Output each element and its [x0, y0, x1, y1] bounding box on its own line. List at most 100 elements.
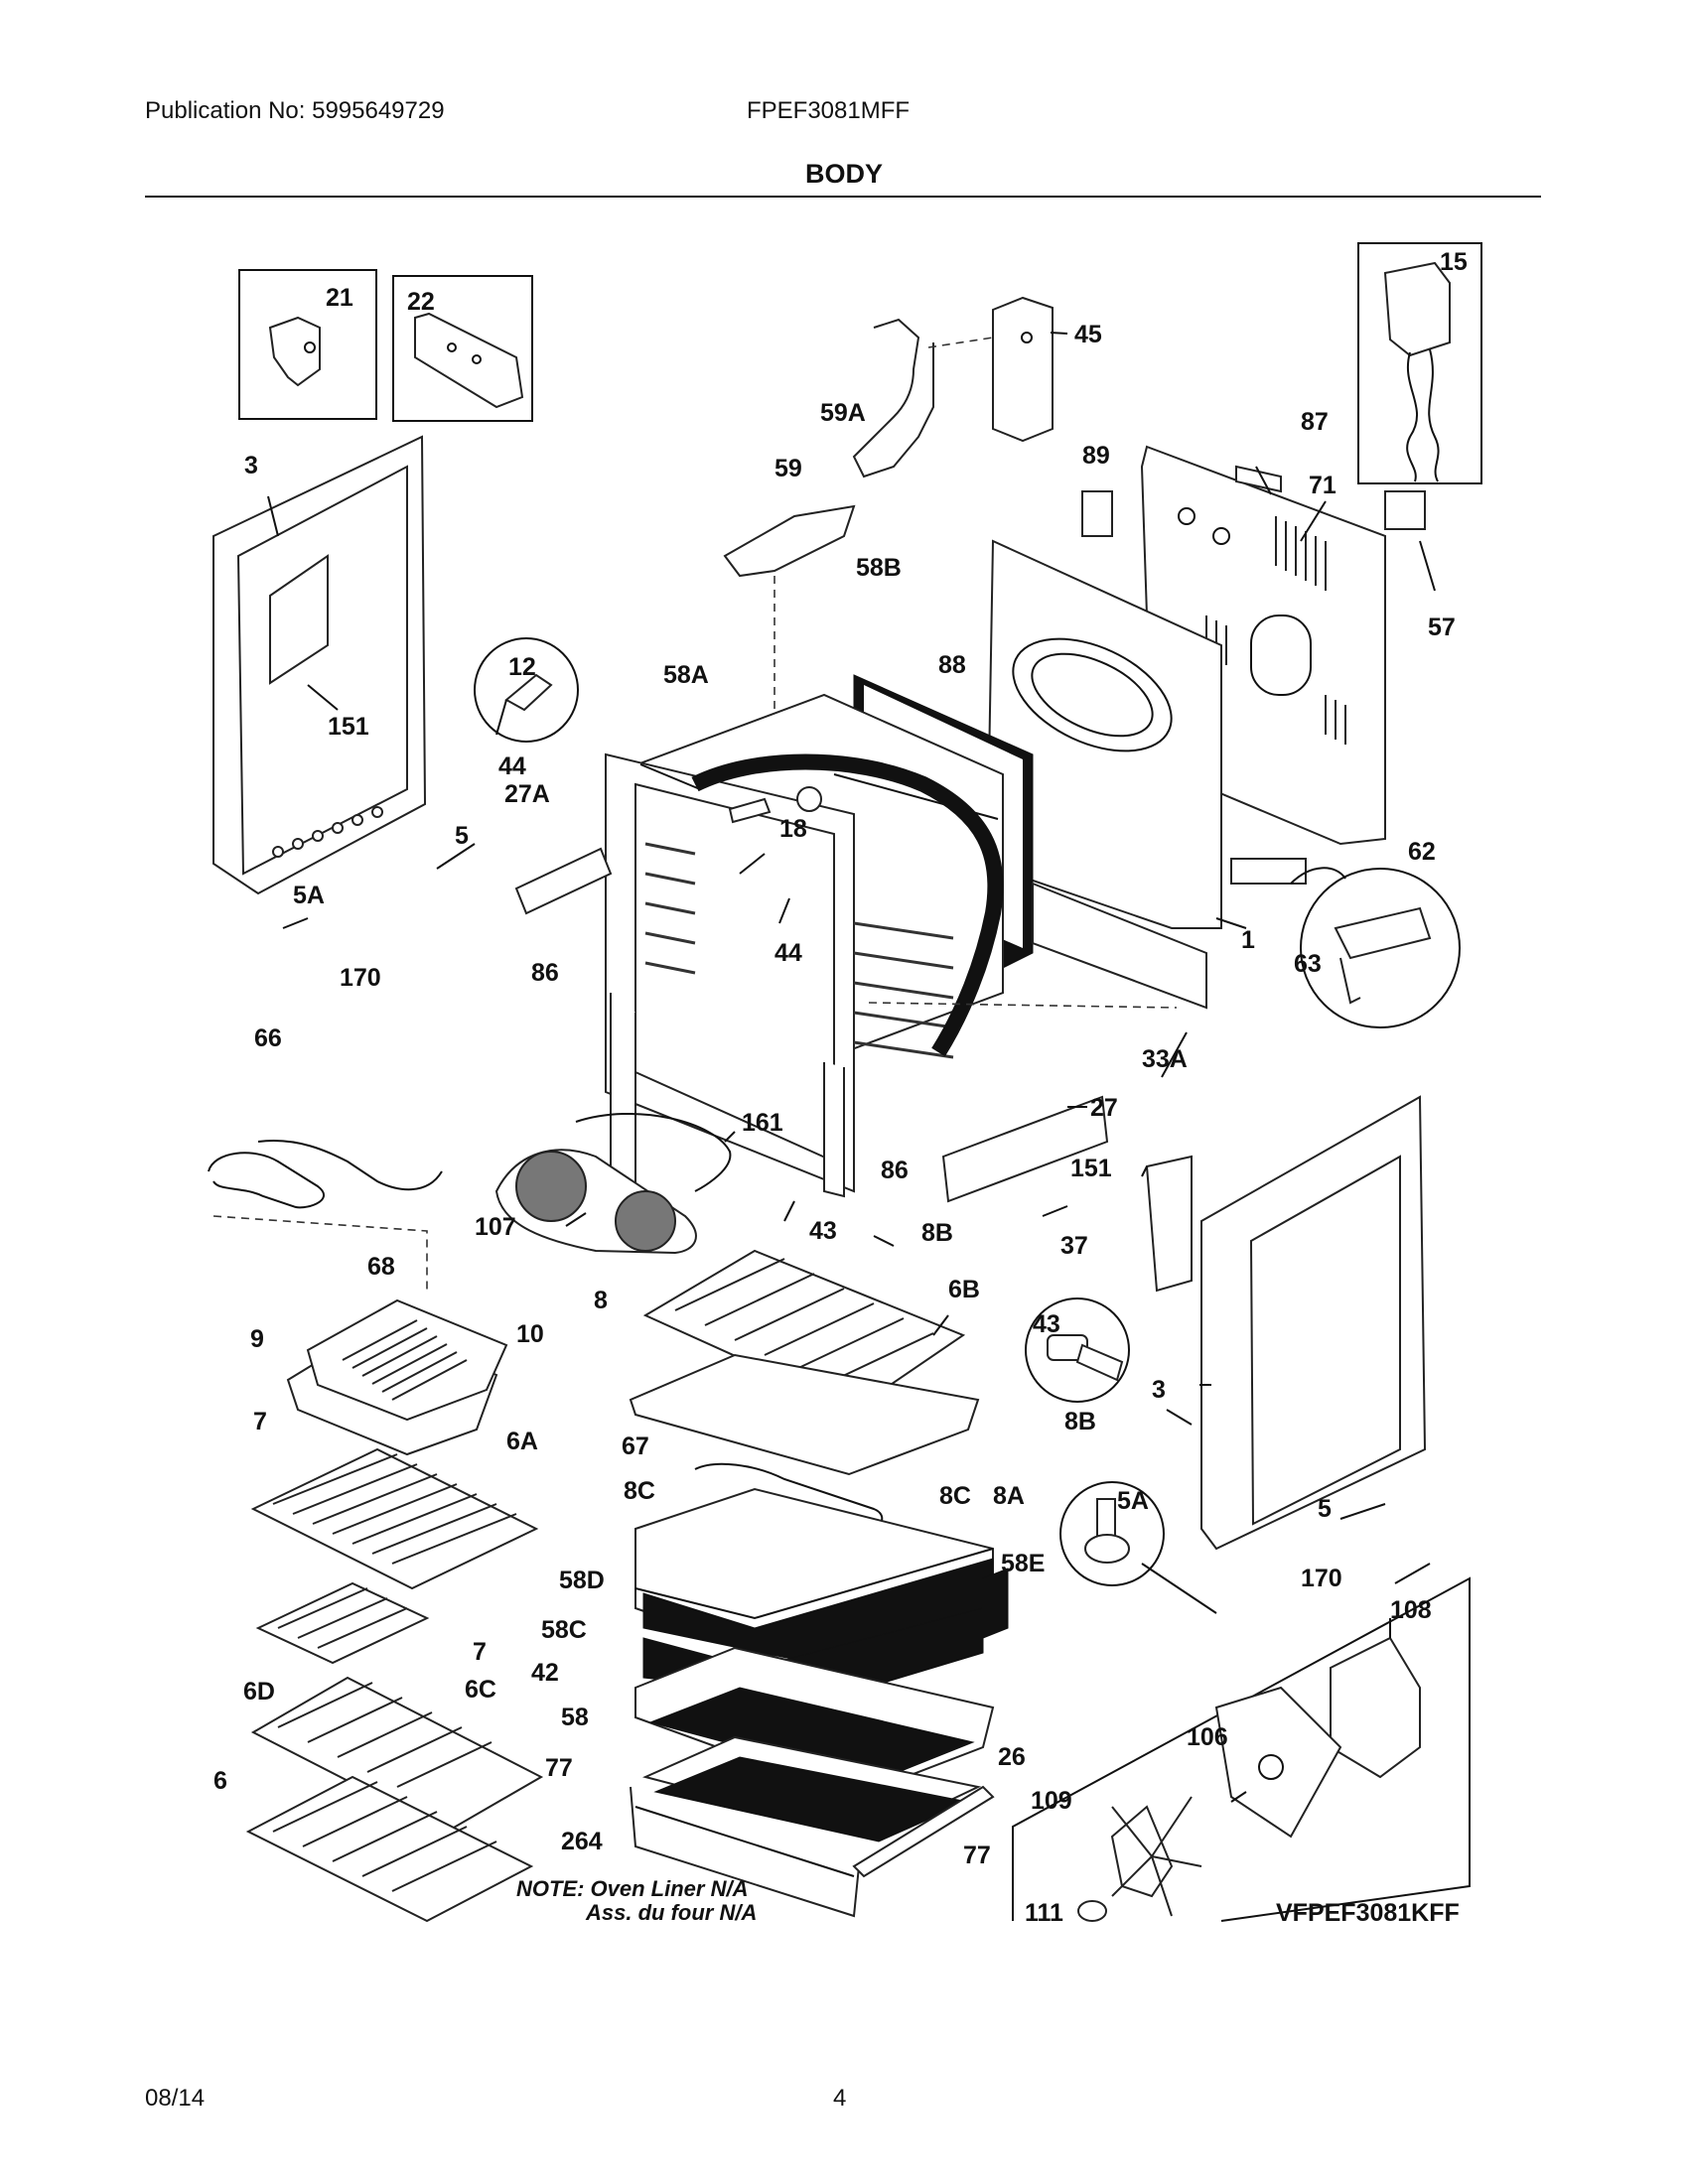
model-number: FPEF3081MFF	[747, 97, 911, 124]
callout-58D: 58D	[559, 1567, 605, 1594]
callout-67: 67	[622, 1433, 649, 1460]
oven-rack-6	[245, 1775, 534, 1923]
callout-7-top: 7	[253, 1408, 267, 1435]
callout-8B-top: 8B	[921, 1219, 953, 1247]
callout-8C-left: 8C	[624, 1477, 655, 1505]
callout-87: 87	[1301, 408, 1329, 436]
callout-170-right: 170	[1301, 1565, 1342, 1592]
callout-107: 107	[475, 1213, 516, 1241]
oven-cavity-assembly	[605, 490, 1222, 1203]
callout-58A: 58A	[663, 661, 709, 689]
callout-8: 8	[594, 1287, 608, 1314]
section-title: BODY	[804, 159, 883, 189]
detail-circle-43	[1025, 1297, 1130, 1403]
header-rule	[145, 196, 1541, 198]
page-number: 4	[833, 2085, 847, 2112]
callout-9: 9	[250, 1325, 264, 1353]
callout-44-mid: 44	[774, 939, 802, 967]
callout-5-right: 5	[1318, 1495, 1332, 1523]
note-oven-liner: NOTE: Oven Liner N/A	[516, 1876, 748, 1901]
detail-circle-5A	[1059, 1481, 1217, 1614]
callout-6A: 6A	[506, 1428, 538, 1455]
callout-22: 22	[407, 288, 435, 316]
callout-63: 63	[1294, 950, 1322, 978]
callout-170-left: 170	[340, 964, 381, 992]
callout-58B: 58B	[856, 554, 902, 582]
callout-161: 161	[742, 1109, 783, 1137]
oven-rack-6B	[642, 1249, 966, 1412]
callout-27A: 27A	[504, 780, 550, 808]
callout-59: 59	[774, 455, 802, 482]
callout-151-right: 151	[1070, 1155, 1112, 1182]
callout-8C-right: 8C	[939, 1482, 971, 1510]
callout-264: 264	[561, 1828, 603, 1855]
publication-number: Publication No: 5995649729	[145, 97, 445, 124]
callout-86-top: 86	[531, 959, 559, 987]
callout-111: 111	[1025, 1899, 1063, 1927]
callout-5A-left: 5A	[293, 882, 325, 909]
oven-rack-6D	[255, 1581, 430, 1665]
callout-106: 106	[1187, 1723, 1228, 1751]
callout-45: 45	[1074, 321, 1102, 348]
callout-5-left: 5	[455, 822, 469, 850]
variant-model-label: VFPEF3081KFF	[1276, 1899, 1460, 1927]
callout-37: 37	[1060, 1232, 1088, 1260]
callout-71: 71	[1309, 472, 1336, 499]
callout-labels: 21 22 15 45 59A 59 87 89 71 57 3 151 12 …	[213, 248, 1468, 1927]
footer-date: 08/14	[145, 2085, 206, 2112]
bottom-tray-8	[629, 1353, 980, 1476]
callout-43-circle: 43	[1033, 1310, 1060, 1338]
detail-circle-12	[474, 637, 579, 743]
convection-fan-cover	[494, 1112, 732, 1255]
callout-6D: 6D	[243, 1678, 275, 1706]
callout-8A: 8A	[993, 1482, 1025, 1510]
callout-18: 18	[779, 815, 807, 843]
callout-58E: 58E	[1001, 1550, 1045, 1577]
callout-77-left: 77	[545, 1754, 573, 1782]
broiler-pan	[286, 1298, 508, 1456]
broil-element	[208, 1140, 443, 1291]
callout-109: 109	[1031, 1787, 1072, 1815]
callout-5A-circle: 5A	[1117, 1487, 1149, 1515]
callout-10: 10	[516, 1320, 544, 1348]
callout-33A: 33A	[1142, 1045, 1188, 1073]
side-panel-left	[212, 435, 427, 895]
callout-77-right: 77	[963, 1842, 991, 1869]
callout-86-bottom: 86	[881, 1157, 909, 1184]
callout-3-right: 3	[1152, 1376, 1166, 1404]
oven-rack-6A	[250, 1447, 539, 1590]
callout-59A: 59A	[820, 399, 866, 427]
callout-8B-bottom: 8B	[1064, 1408, 1096, 1435]
callout-44-top: 44	[498, 752, 526, 780]
callout-108: 108	[1390, 1596, 1432, 1624]
callout-68: 68	[367, 1253, 395, 1281]
callout-89: 89	[1082, 442, 1110, 470]
callout-43-small: 43	[809, 1217, 837, 1245]
callout-1: 1	[1241, 926, 1255, 954]
convection-motor-inset	[1012, 1576, 1471, 1922]
callout-12: 12	[508, 653, 536, 681]
callout-27: 27	[1090, 1094, 1118, 1122]
part-15-box	[1357, 242, 1482, 484]
callout-6B: 6B	[948, 1276, 980, 1303]
detail-circle-62	[1230, 858, 1461, 1028]
callout-3-left: 3	[244, 452, 258, 479]
diagram-notes: NOTE: Oven Liner N/A Ass. du four N/A VF…	[516, 1876, 1460, 1927]
callout-26: 26	[998, 1743, 1026, 1771]
callout-7-bottom: 7	[473, 1638, 487, 1666]
drawer-liner-parts	[630, 1646, 995, 1918]
callout-42: 42	[531, 1659, 559, 1687]
vent-duct-parts	[723, 296, 1054, 725]
part-21-box	[238, 269, 377, 420]
callout-62: 62	[1408, 838, 1436, 866]
callout-57: 57	[1428, 614, 1456, 641]
part-22-box	[392, 275, 533, 422]
callout-21: 21	[326, 284, 353, 312]
callout-66: 66	[254, 1024, 282, 1052]
oven-rack-6C	[250, 1676, 544, 1834]
callout-6C: 6C	[465, 1676, 496, 1704]
front-panels	[514, 847, 1207, 1203]
side-panel-right	[1145, 1095, 1427, 1551]
callout-15: 15	[1440, 248, 1468, 276]
